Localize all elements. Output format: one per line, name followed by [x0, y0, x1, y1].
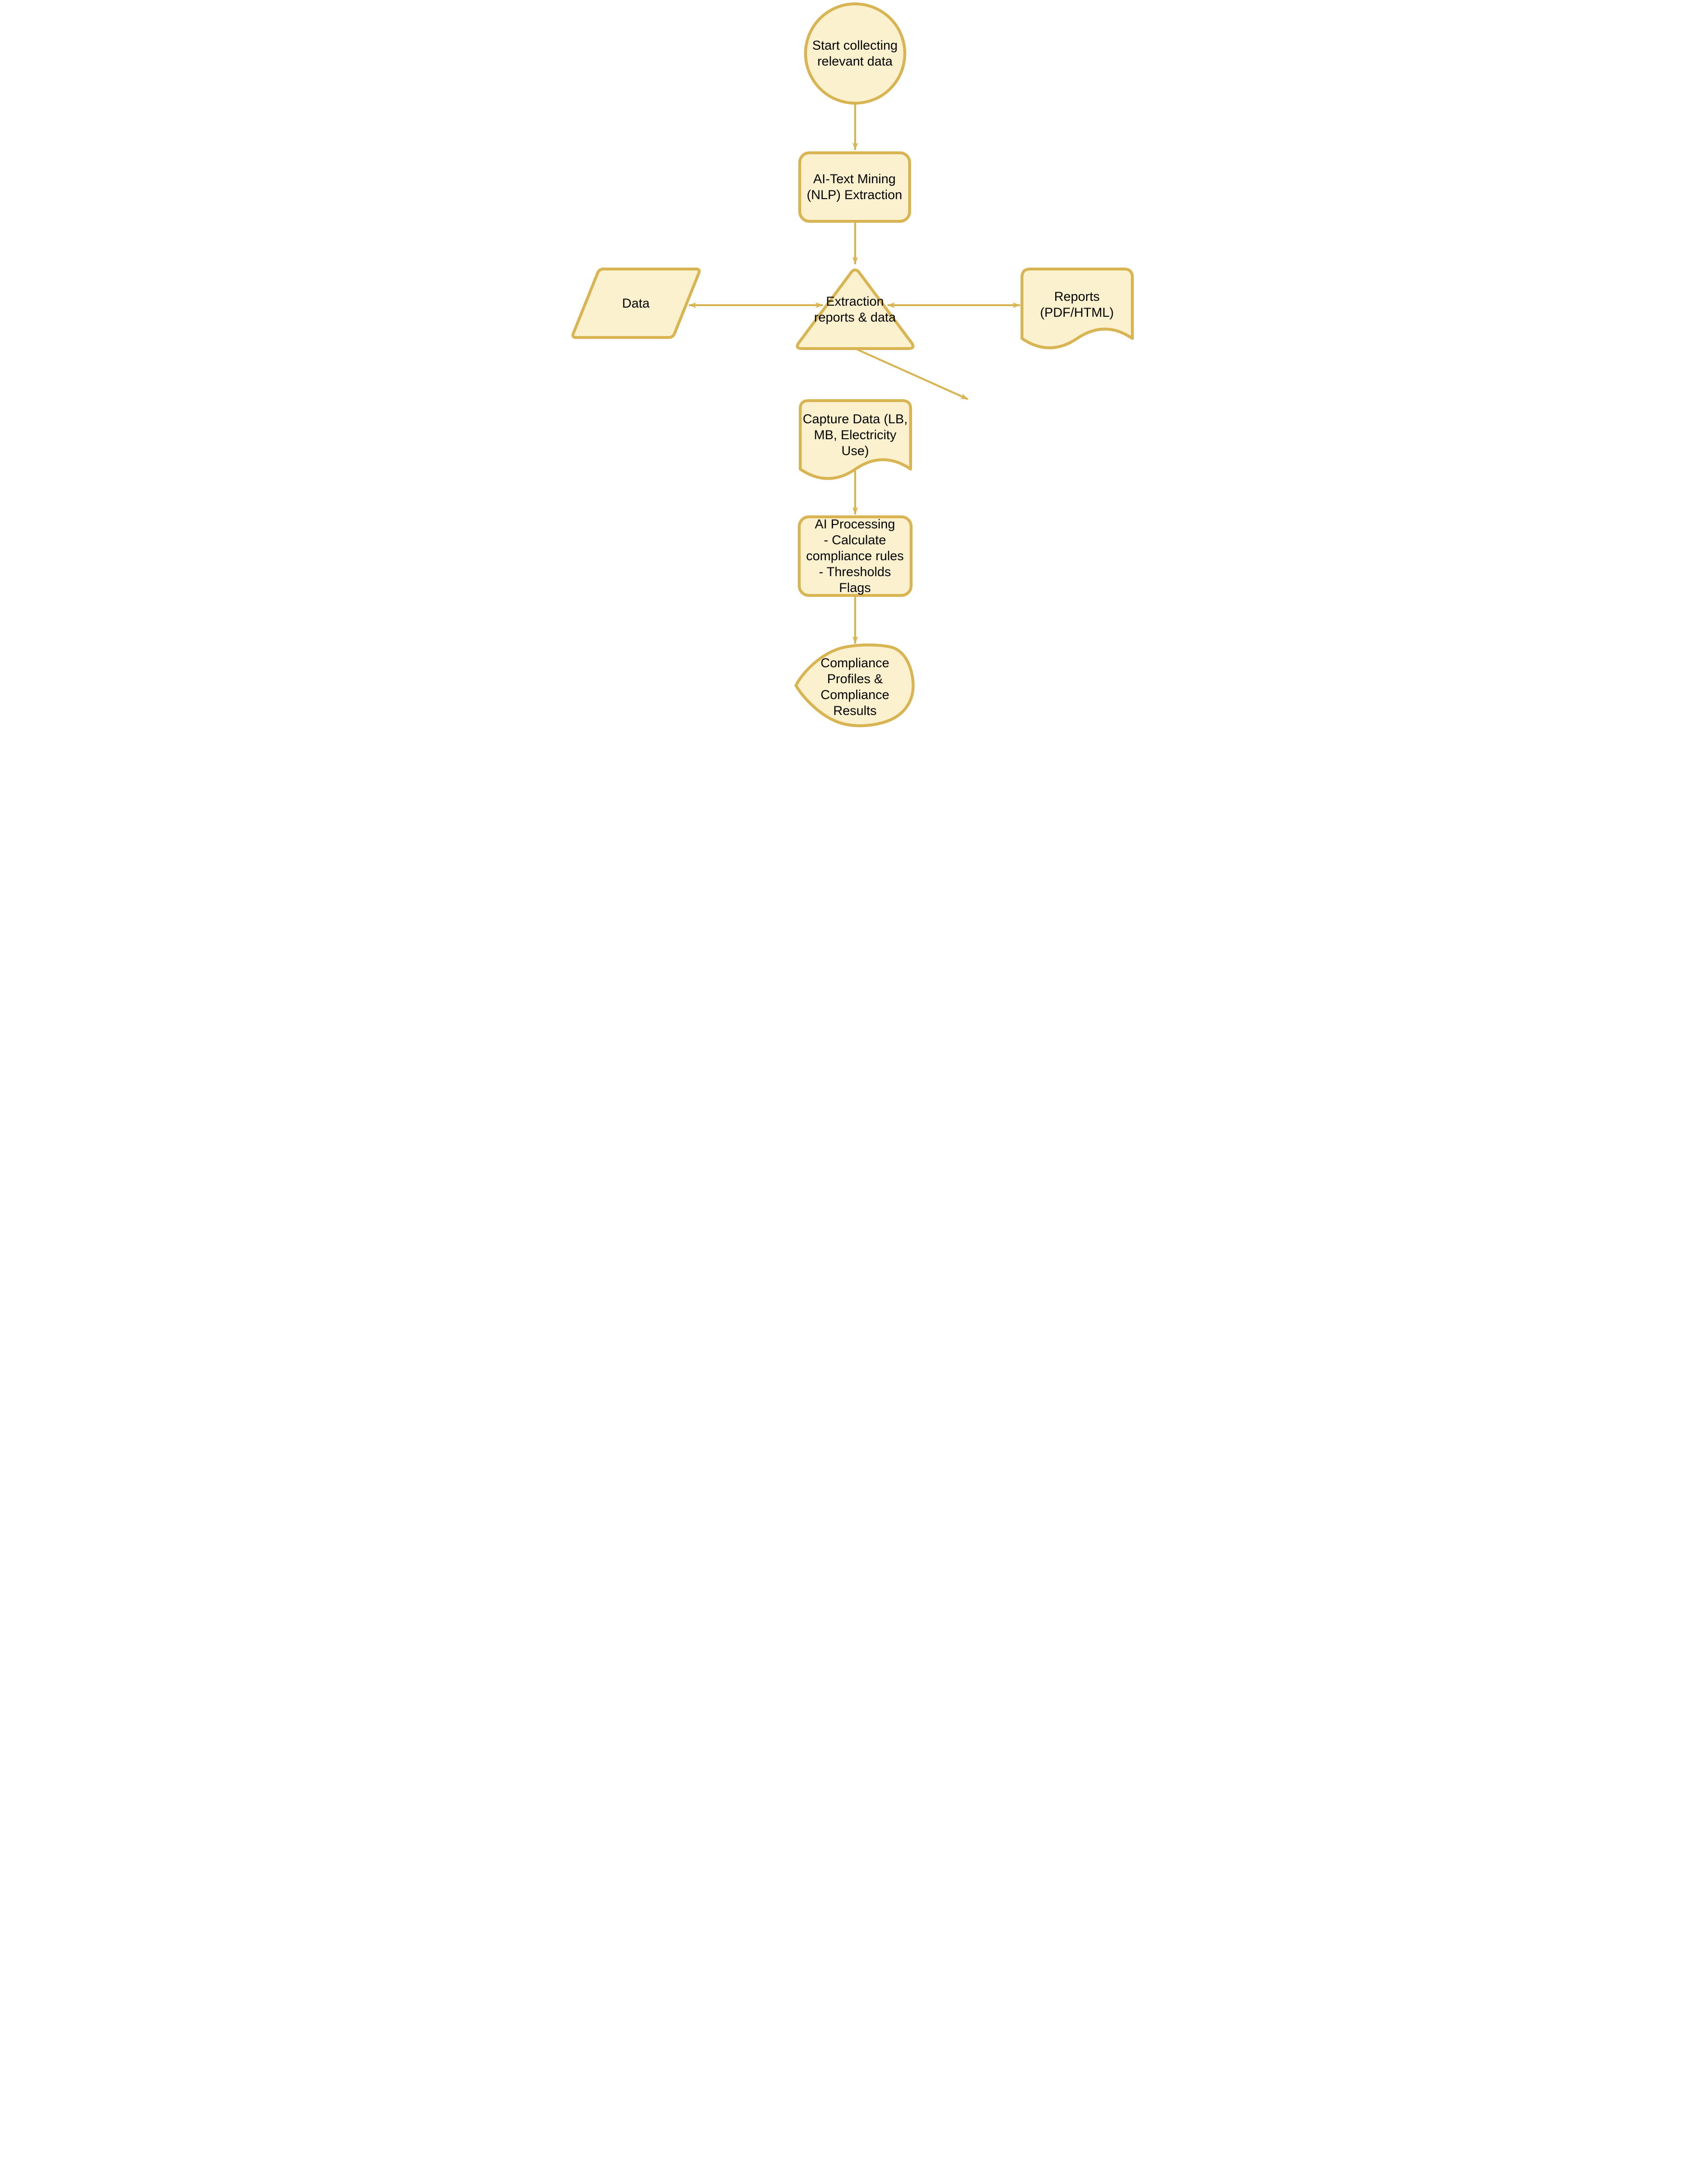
results-node-blob [794, 643, 914, 728]
start-node-circle [804, 2, 906, 105]
data-node-parallelogram [571, 268, 701, 339]
reports-node-document [1020, 268, 1134, 350]
ai-text-mining-node-rounded-rect [798, 151, 911, 223]
extraction-hub-node-triangle [795, 268, 914, 350]
edge-extraction-to-capture-data [854, 348, 968, 400]
capture-data-node-document [798, 399, 912, 480]
flowchart: Start collecting relevant data AI-Text M… [568, 0, 1138, 728]
flowchart-svg [571, 2, 1134, 728]
ai-processing-node-rounded-rect [797, 515, 913, 597]
